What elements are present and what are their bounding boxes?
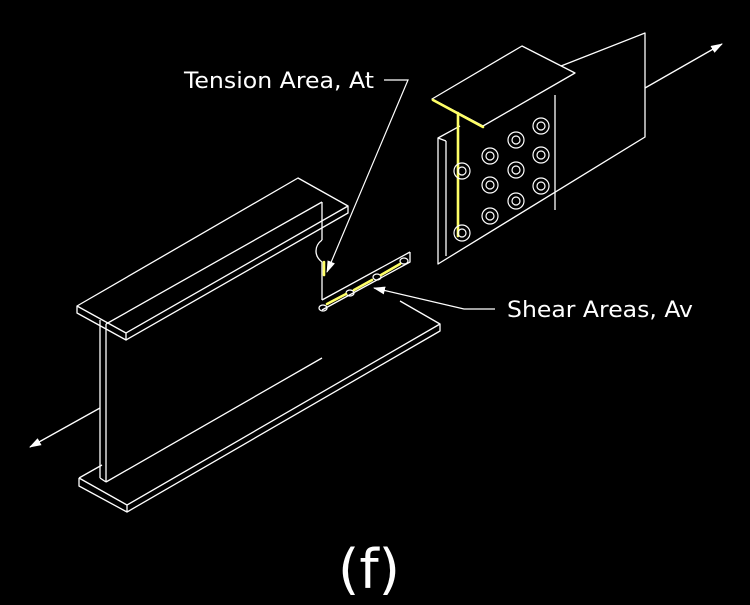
bolt [481,207,499,225]
tension-area-label: Tension Area, At [183,69,374,94]
bolt [532,177,550,195]
bolt [532,146,550,164]
shear-areas-label: Shear Areas, Av [507,298,693,323]
beam-bottom-flange [78,300,441,513]
bolt-hole [399,257,409,265]
bolt [507,192,525,210]
bolt [481,147,499,165]
splice-side-plate [437,32,646,265]
highlighted-failure-areas [322,260,402,306]
beam-top-flange [76,177,349,341]
shear-areas-leader [373,286,495,310]
left-tension-arrow [29,407,101,448]
splice-highlight [431,98,485,238]
bolt-hole [372,273,382,281]
bolt [453,224,471,242]
beam-web-cope [315,239,411,311]
bolt-hole [318,304,328,312]
splice-top-plate [431,45,576,127]
bolt [507,131,525,149]
shear-area-segment [379,262,402,277]
beam-web [99,201,323,483]
shear-area-segment [325,292,348,306]
figure-id-label: (f) [338,538,400,601]
i-beam [76,177,441,513]
tension-area-leader [326,79,409,273]
bolt-group [453,117,550,242]
bolt [507,161,525,179]
bolt [453,162,471,180]
bolt [532,117,550,135]
shear-area-segment [352,278,374,292]
splice-plate-edge [437,137,447,256]
bolt [481,176,499,194]
right-tension-arrow [644,43,723,89]
